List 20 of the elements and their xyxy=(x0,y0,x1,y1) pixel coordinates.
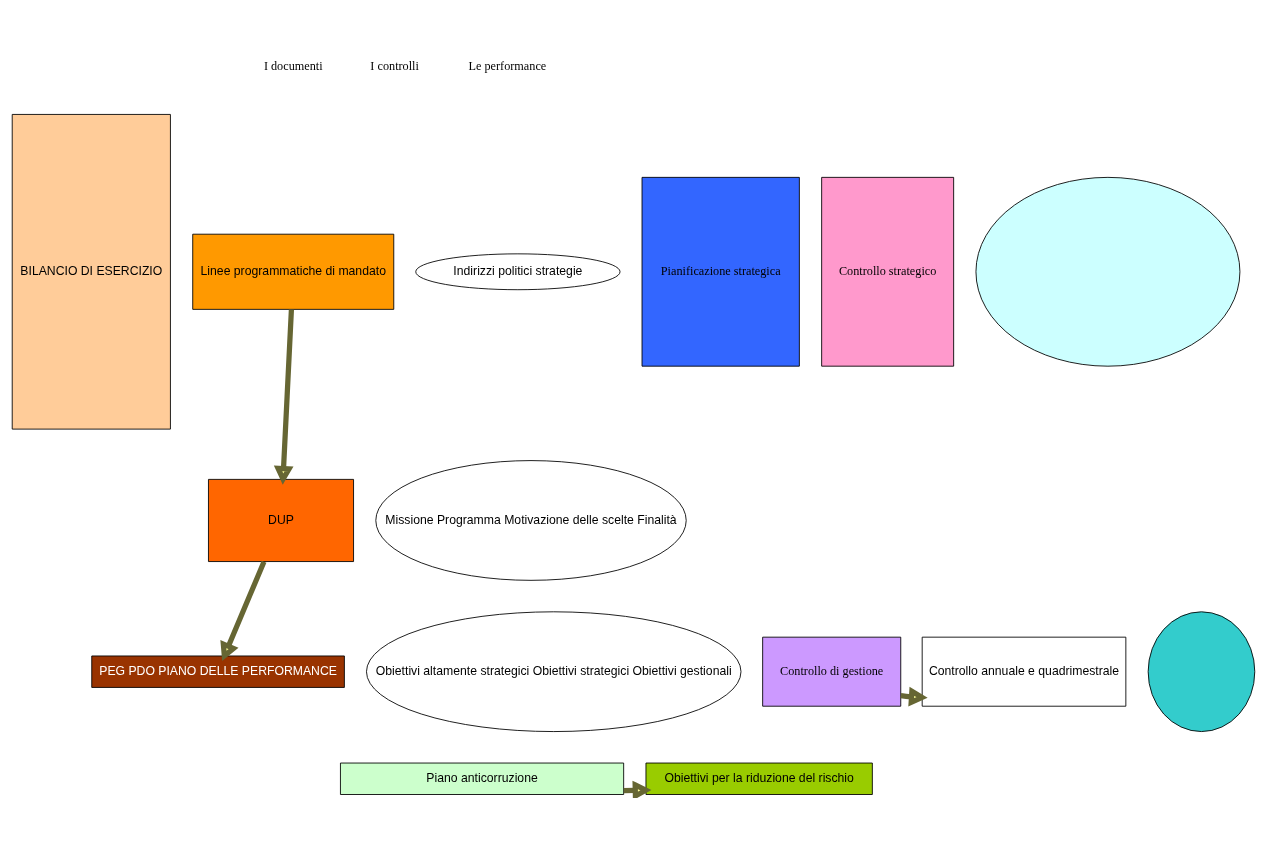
node-box: Pianificazione strategica xyxy=(641,176,800,367)
node-box: DUP xyxy=(208,478,354,562)
node-ellipse xyxy=(1147,611,1256,732)
node-box: Linee programmatiche di mandato xyxy=(192,233,395,310)
node-box: Piano anticorruzione xyxy=(340,762,625,795)
node-ellipse: Indirizzi politici strategie xyxy=(415,253,621,291)
node-box: Controllo strategico xyxy=(821,176,955,367)
node-box: Obiettivi per la riduzione del rischio xyxy=(645,762,873,795)
node-ellipse: Obiettivi altamente strategici Obiettivi strategici Obiettivi gestionali xyxy=(366,611,742,732)
label: I controlli xyxy=(370,59,419,74)
node-box: Controllo annuale e quadrimestrale xyxy=(921,636,1127,707)
node-box: Controllo di gestione xyxy=(762,636,902,707)
arrow xyxy=(220,560,267,662)
label: I documenti xyxy=(263,59,323,74)
arrow xyxy=(273,309,295,485)
node-ellipse: Missione Programma Motivazione delle scelte Finalità xyxy=(375,460,687,581)
node-box: BILANCIO DI ESERCIZIO xyxy=(11,114,171,430)
node-ellipse xyxy=(975,176,1241,367)
node-box: PEG PDO PIANO DELLE PERFORMANCE xyxy=(91,655,345,688)
label: Le performance xyxy=(468,59,547,74)
